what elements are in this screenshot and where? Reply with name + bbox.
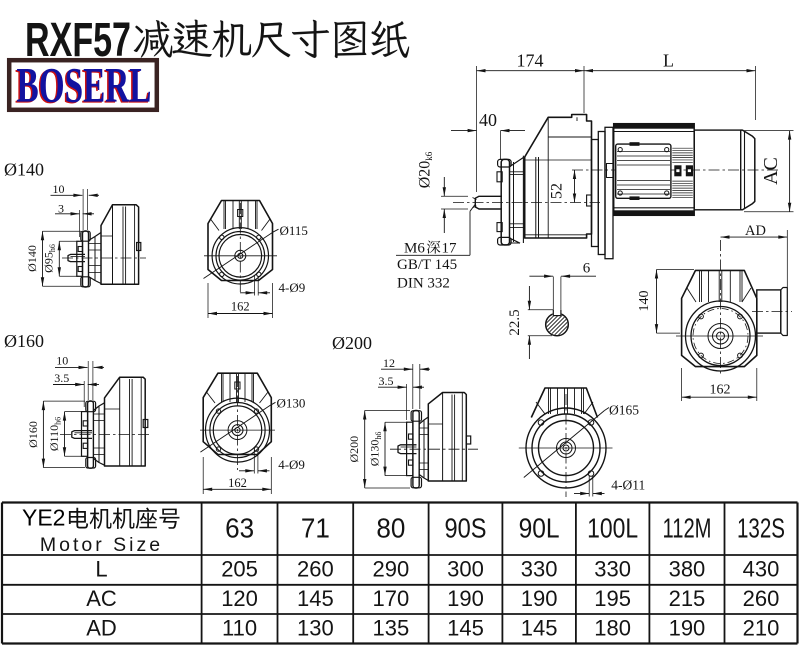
svg-text:132S: 132S xyxy=(737,513,785,544)
svg-text:205: 205 xyxy=(221,557,258,582)
svg-text:190: 190 xyxy=(447,586,484,611)
svg-text:Ø115: Ø115 xyxy=(280,223,308,238)
svg-text:52: 52 xyxy=(549,183,566,199)
svg-text:300: 300 xyxy=(447,557,484,582)
svg-text:Ø200: Ø200 xyxy=(347,436,361,463)
svg-text:80: 80 xyxy=(376,513,405,544)
svg-text:GB/T 145: GB/T 145 xyxy=(397,257,457,273)
svg-text:195: 195 xyxy=(594,586,631,611)
svg-text:145: 145 xyxy=(297,586,334,611)
svg-text:L: L xyxy=(95,557,107,582)
svg-text:Ø160: Ø160 xyxy=(4,331,44,351)
svg-text:290: 290 xyxy=(373,557,410,582)
svg-text:380: 380 xyxy=(669,557,706,582)
svg-text:BOSERL: BOSERL xyxy=(15,58,150,114)
svg-text:AC: AC xyxy=(760,157,782,185)
svg-text:6: 6 xyxy=(583,261,591,277)
svg-text:10: 10 xyxy=(53,182,65,196)
svg-text:90S: 90S xyxy=(445,513,487,544)
svg-text:162: 162 xyxy=(231,300,250,314)
svg-text:4-Ø9: 4-Ø9 xyxy=(278,457,305,472)
svg-text:Ø160: Ø160 xyxy=(26,421,40,448)
svg-text:145: 145 xyxy=(521,616,558,641)
svg-text:Ø140: Ø140 xyxy=(4,160,44,180)
svg-text:40: 40 xyxy=(479,110,497,130)
svg-text:162: 162 xyxy=(710,383,731,398)
svg-text:170: 170 xyxy=(373,586,410,611)
svg-text:130: 130 xyxy=(297,616,334,641)
svg-text:YE2: YE2 xyxy=(22,505,65,531)
svg-text:3.5: 3.5 xyxy=(54,371,69,385)
svg-text:215: 215 xyxy=(669,586,706,611)
svg-text:BOSERL: BOSERL xyxy=(17,57,152,113)
svg-text:17: 17 xyxy=(442,241,458,257)
svg-text:3: 3 xyxy=(58,201,64,215)
svg-text:Ø200: Ø200 xyxy=(332,333,372,353)
svg-text:210: 210 xyxy=(743,616,780,641)
svg-text:M6: M6 xyxy=(404,241,425,257)
svg-text:90L: 90L xyxy=(519,513,560,544)
svg-text:L: L xyxy=(663,51,674,71)
svg-text:145: 145 xyxy=(447,616,484,641)
svg-text:112M: 112M xyxy=(663,513,712,544)
svg-text:AD: AD xyxy=(745,223,766,239)
svg-text:Motor Size: Motor Size xyxy=(40,534,163,556)
svg-text:DIN 332: DIN 332 xyxy=(397,276,450,292)
svg-text:162: 162 xyxy=(228,476,247,490)
svg-text:260: 260 xyxy=(743,586,780,611)
svg-text:100L: 100L xyxy=(587,513,638,544)
svg-text:140: 140 xyxy=(637,291,652,312)
svg-text:12: 12 xyxy=(383,356,395,370)
svg-text:3.5: 3.5 xyxy=(379,374,394,388)
svg-text:Ø130h6: Ø130h6 xyxy=(367,432,383,467)
svg-text:Ø165: Ø165 xyxy=(609,403,639,418)
svg-text:330: 330 xyxy=(594,557,631,582)
svg-text:430: 430 xyxy=(743,557,780,582)
svg-text:190: 190 xyxy=(669,616,706,641)
svg-text:110: 110 xyxy=(222,616,257,641)
svg-text:71: 71 xyxy=(301,513,330,544)
svg-text:AD: AD xyxy=(86,616,117,641)
svg-text:AC: AC xyxy=(86,586,117,611)
svg-text:174: 174 xyxy=(517,51,544,71)
svg-text:Ø110h6: Ø110h6 xyxy=(47,417,63,451)
svg-text:260: 260 xyxy=(297,557,334,582)
svg-text:180: 180 xyxy=(594,616,631,641)
svg-text:63: 63 xyxy=(225,513,254,544)
svg-text:Ø140: Ø140 xyxy=(25,245,39,272)
svg-text:22.5: 22.5 xyxy=(507,309,523,335)
svg-text:330: 330 xyxy=(521,557,558,582)
svg-text:120: 120 xyxy=(221,586,258,611)
svg-text:135: 135 xyxy=(373,616,410,641)
svg-text:4-Ø9: 4-Ø9 xyxy=(279,280,306,295)
svg-text:190: 190 xyxy=(521,586,558,611)
svg-text:4-Ø11: 4-Ø11 xyxy=(611,478,645,493)
svg-text:10: 10 xyxy=(56,353,68,367)
svg-text:Ø130: Ø130 xyxy=(277,396,306,411)
